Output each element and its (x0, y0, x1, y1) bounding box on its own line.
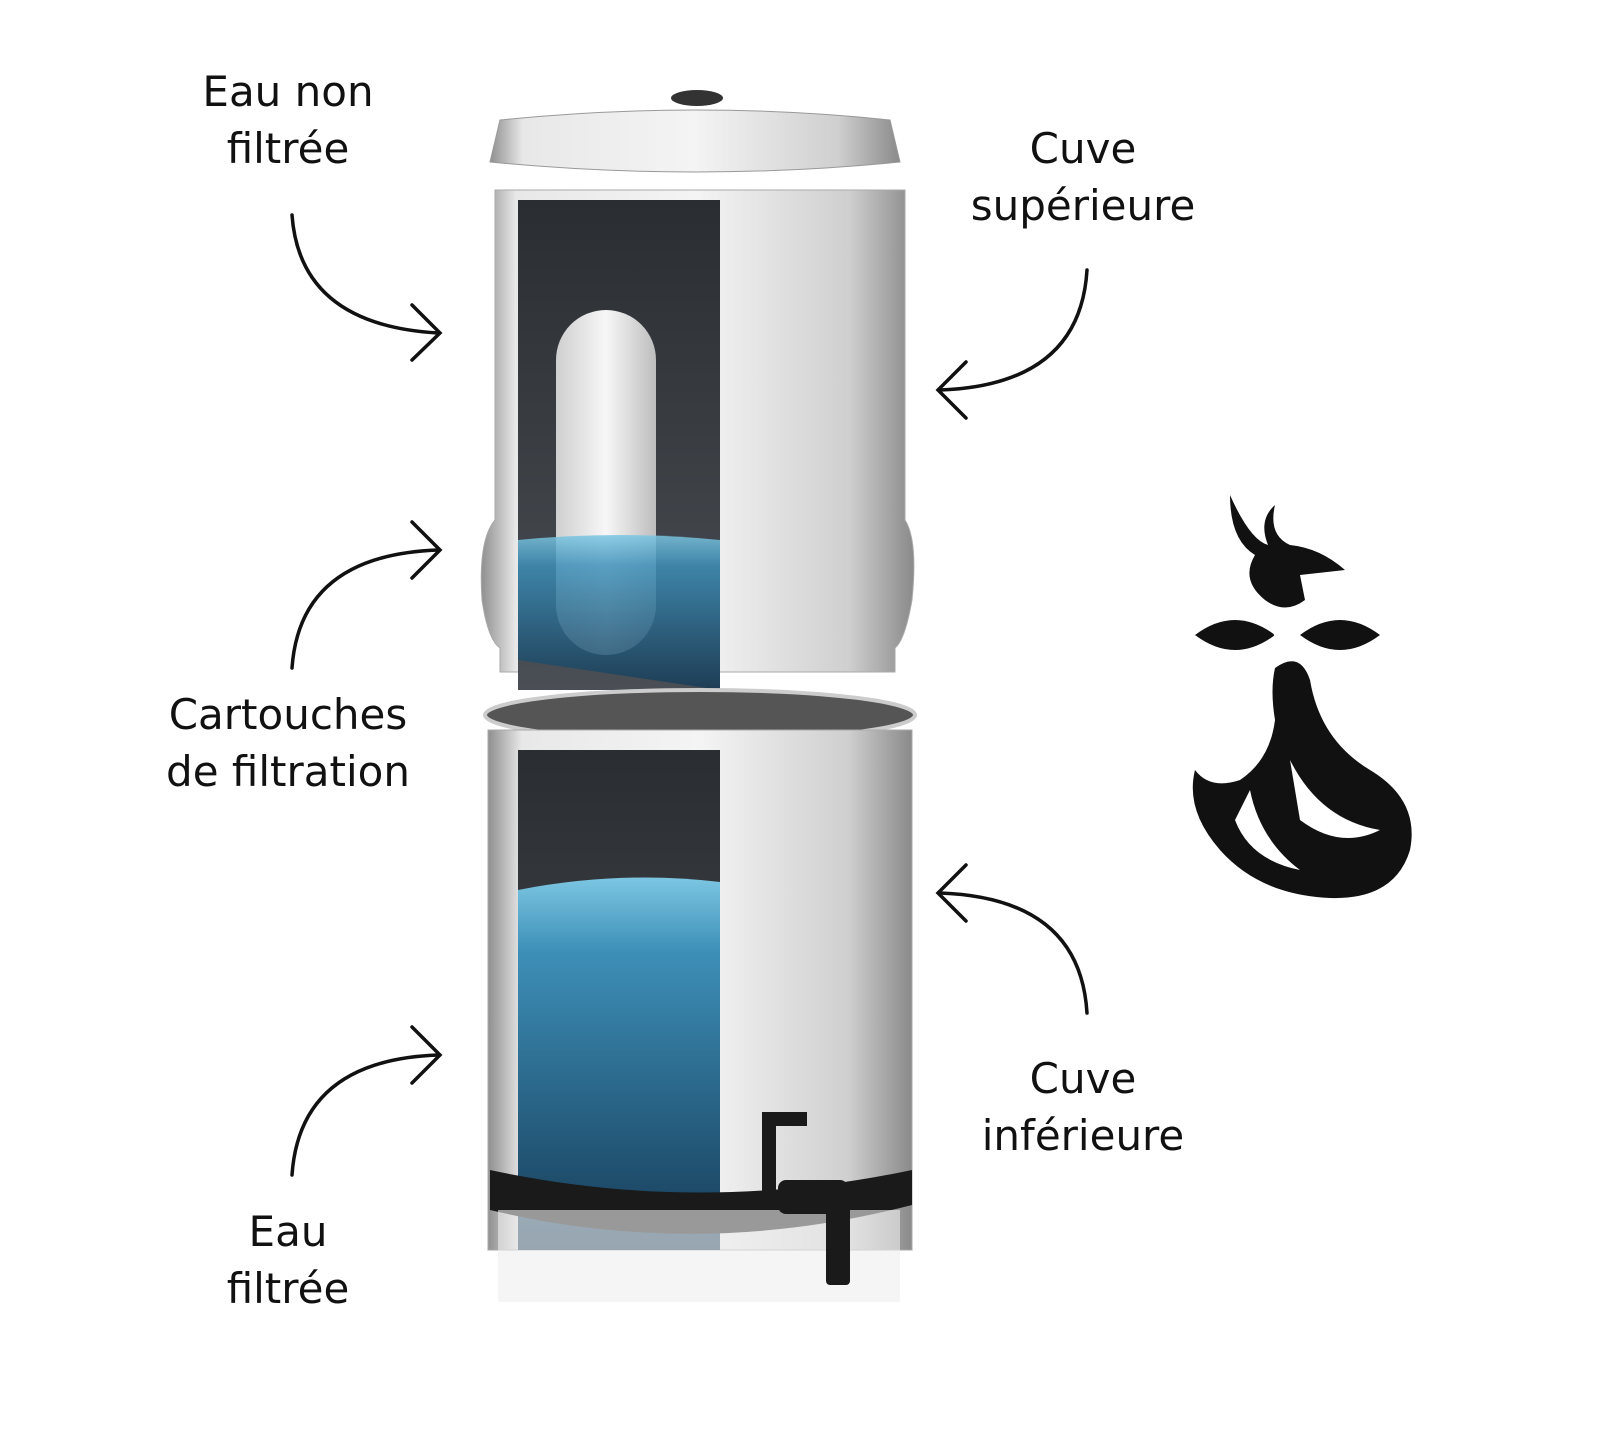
label-unfiltered-water: Eau non filtrée (88, 63, 488, 177)
label-line: Cuve (1029, 124, 1137, 173)
spigot (762, 1112, 850, 1285)
upper-tank (480, 189, 915, 690)
label-line: supérieure (970, 181, 1196, 230)
label-lower-tank: Cuve inférieure (883, 1050, 1283, 1164)
arrows (290, 213, 1089, 1177)
arrow-unfiltered-water (290, 213, 443, 362)
label-line: inférieure (981, 1111, 1185, 1160)
lid-knob (671, 90, 723, 106)
arrow-filtered-water (290, 1025, 443, 1177)
label-line: filtrée (226, 1264, 350, 1313)
label-cartridges: Cartouches de filtration (88, 686, 488, 800)
label-line: Eau (248, 1207, 328, 1256)
label-line: Cuve (1029, 1054, 1137, 1103)
phoenix-logo (1192, 495, 1412, 899)
label-line: Eau non (202, 67, 374, 116)
label-filtered-water: Eau filtrée (88, 1203, 488, 1317)
lid (489, 90, 901, 173)
label-line: de filtration (166, 747, 410, 796)
arrow-upper-tank (935, 268, 1089, 420)
lower-water (518, 877, 720, 1250)
label-upper-tank: Cuve supérieure (883, 120, 1283, 234)
label-line: filtrée (226, 124, 350, 173)
arrow-lower-tank (935, 863, 1089, 1015)
label-line: Cartouches (168, 690, 408, 739)
arrow-cartridges (290, 520, 443, 670)
upper-water (518, 535, 720, 690)
lower-tank (483, 688, 917, 1302)
